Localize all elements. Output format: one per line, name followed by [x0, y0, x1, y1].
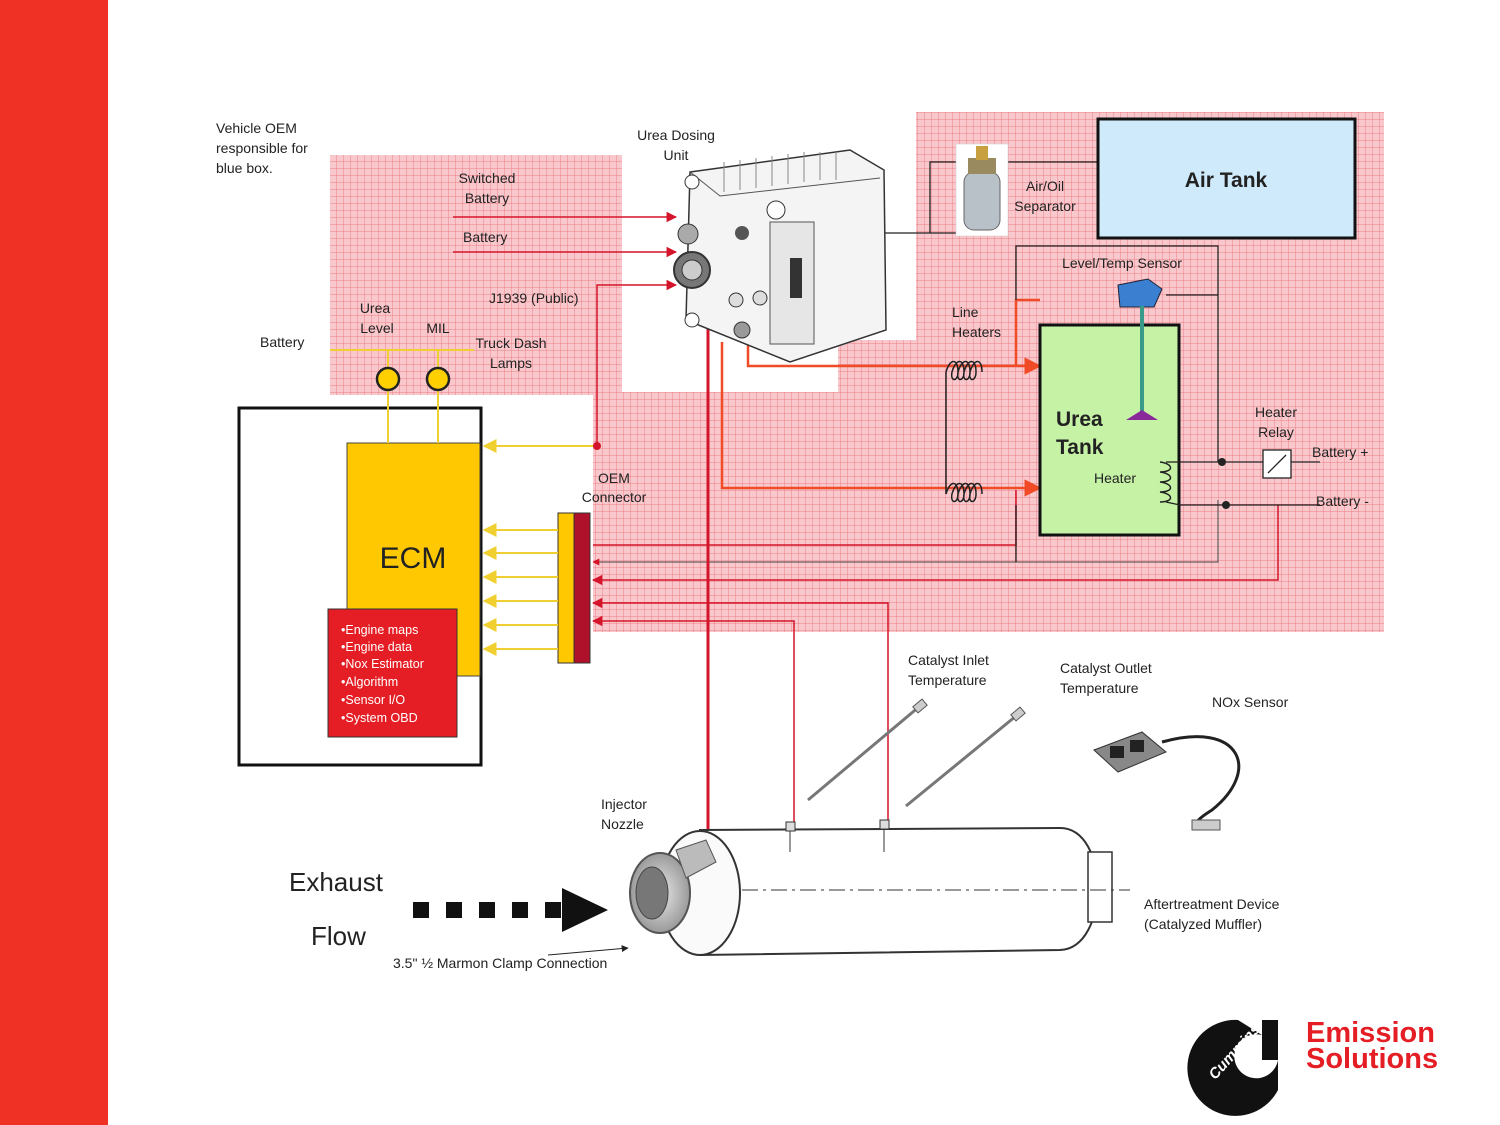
oem-note-line1: Vehicle OEM [216, 120, 297, 136]
urea-level-label-line1: Urea [360, 300, 391, 316]
urea-tank-label-line1: Urea [1056, 408, 1103, 431]
battery-plus-label: Battery + [1312, 444, 1368, 460]
ecm-function-5: •System OBD [341, 711, 418, 725]
injector-nozzle-line2: Nozzle [601, 816, 644, 832]
air-oil-label-line2: Separator [1014, 198, 1076, 214]
air-oil-separator [955, 143, 1009, 237]
switched-battery-line2: Battery [465, 190, 509, 206]
heater-label: Heater [1094, 470, 1136, 486]
aftertreatment-line2: (Catalyzed Muffler) [1144, 916, 1262, 932]
ecm-function-2: •Nox Estimator [341, 657, 424, 671]
catalyst-inlet-line2: Temperature [908, 672, 987, 688]
red-signal-wires [453, 211, 1279, 822]
catalyst-outlet-line1: Catalyst Outlet [1060, 660, 1152, 676]
air-tank [1096, 117, 1357, 240]
ecm-function-1: •Engine data [341, 640, 412, 654]
j1939-label: J1939 (Public) [489, 290, 579, 306]
injector-nozzle-line1: Injector [601, 796, 647, 812]
heater-relay-line2: Relay [1258, 424, 1294, 440]
catalyst-inlet-line1: Catalyst Inlet [908, 652, 989, 668]
aftertreatment-muffler [659, 819, 1130, 957]
oem-connector-red [573, 512, 591, 664]
oem-connector-yellow [557, 512, 575, 664]
line-heaters-line1: Line [952, 304, 979, 320]
ecm-label: ECM [380, 542, 447, 575]
logo-title-line2: Solutions [1306, 1043, 1438, 1075]
aftertreatment-line1: Aftertreatment Device [1144, 896, 1280, 912]
dash-lamp-wires [330, 349, 474, 443]
urea-tank-label-line2: Tank [1056, 436, 1104, 459]
dosing-unit-label-line1: Urea Dosing [637, 127, 715, 143]
truck-dash-label-line1: Truck Dash [475, 335, 546, 351]
ecm-function-3: •Algorithm [341, 675, 398, 689]
line-heater-coils [945, 360, 983, 503]
ecm-function-box [327, 608, 458, 738]
air-oil-label-line1: Air/Oil [1026, 178, 1064, 194]
exhaust-flow-arrow [413, 888, 608, 932]
logo-title-line1: Emission [1306, 1017, 1435, 1049]
oem-connector-line1: OEM [598, 470, 630, 486]
line-heaters-line2: Heaters [952, 324, 1001, 340]
level-temp-sensor-label: Level/Temp Sensor [1062, 255, 1182, 271]
nox-sensor-label: NOx Sensor [1212, 694, 1289, 710]
nox-sensor [1093, 731, 1241, 831]
left-accent-bar [0, 0, 108, 1125]
urea-dosing-unit [673, 149, 887, 363]
oem-note-line2: responsible for [216, 140, 308, 156]
air-tank-label: Air Tank [1185, 169, 1268, 192]
switched-battery-line1: Switched [459, 170, 516, 186]
ecm-function-4: •Sensor I/O [341, 693, 405, 707]
marmon-clamp-pointer [547, 945, 629, 956]
battery-lamps-label: Battery [260, 334, 304, 350]
oem-connector-line2: Connector [582, 489, 647, 505]
urea-tank [1038, 323, 1181, 537]
urea-level-label-line2: Level [360, 320, 393, 336]
exhaust-label: Exhaust [289, 867, 384, 897]
mil-lamp [425, 366, 451, 392]
ecm-connector-wires [482, 439, 597, 656]
marmon-clamp-label: 3.5" ½ Marmon Clamp Connection [393, 955, 607, 971]
ecm-function-0: •Engine maps [341, 623, 418, 637]
battery-in-label: Battery [463, 229, 507, 245]
injector-nozzle [629, 839, 717, 934]
catalyst-outlet-line2: Temperature [1060, 680, 1139, 696]
flow-label: Flow [311, 921, 366, 951]
catalyst-outlet-probe [905, 714, 1017, 808]
heater-relay [1262, 449, 1292, 479]
truck-dash-label-line2: Lamps [490, 355, 532, 371]
cummins-logo: Cummins [1187, 1019, 1278, 1116]
oem-note-line3: blue box. [216, 160, 273, 176]
catalyst-inlet-probe [807, 704, 921, 802]
urea-level-lamp [375, 366, 401, 392]
battery-minus-label: Battery - [1316, 493, 1369, 509]
tank-heater-coil [1159, 461, 1172, 503]
level-temp-sensor [1117, 278, 1163, 420]
dosing-unit-label-line2: Unit [664, 147, 689, 163]
mil-label: MIL [426, 320, 450, 336]
heater-relay-line1: Heater [1255, 404, 1297, 420]
